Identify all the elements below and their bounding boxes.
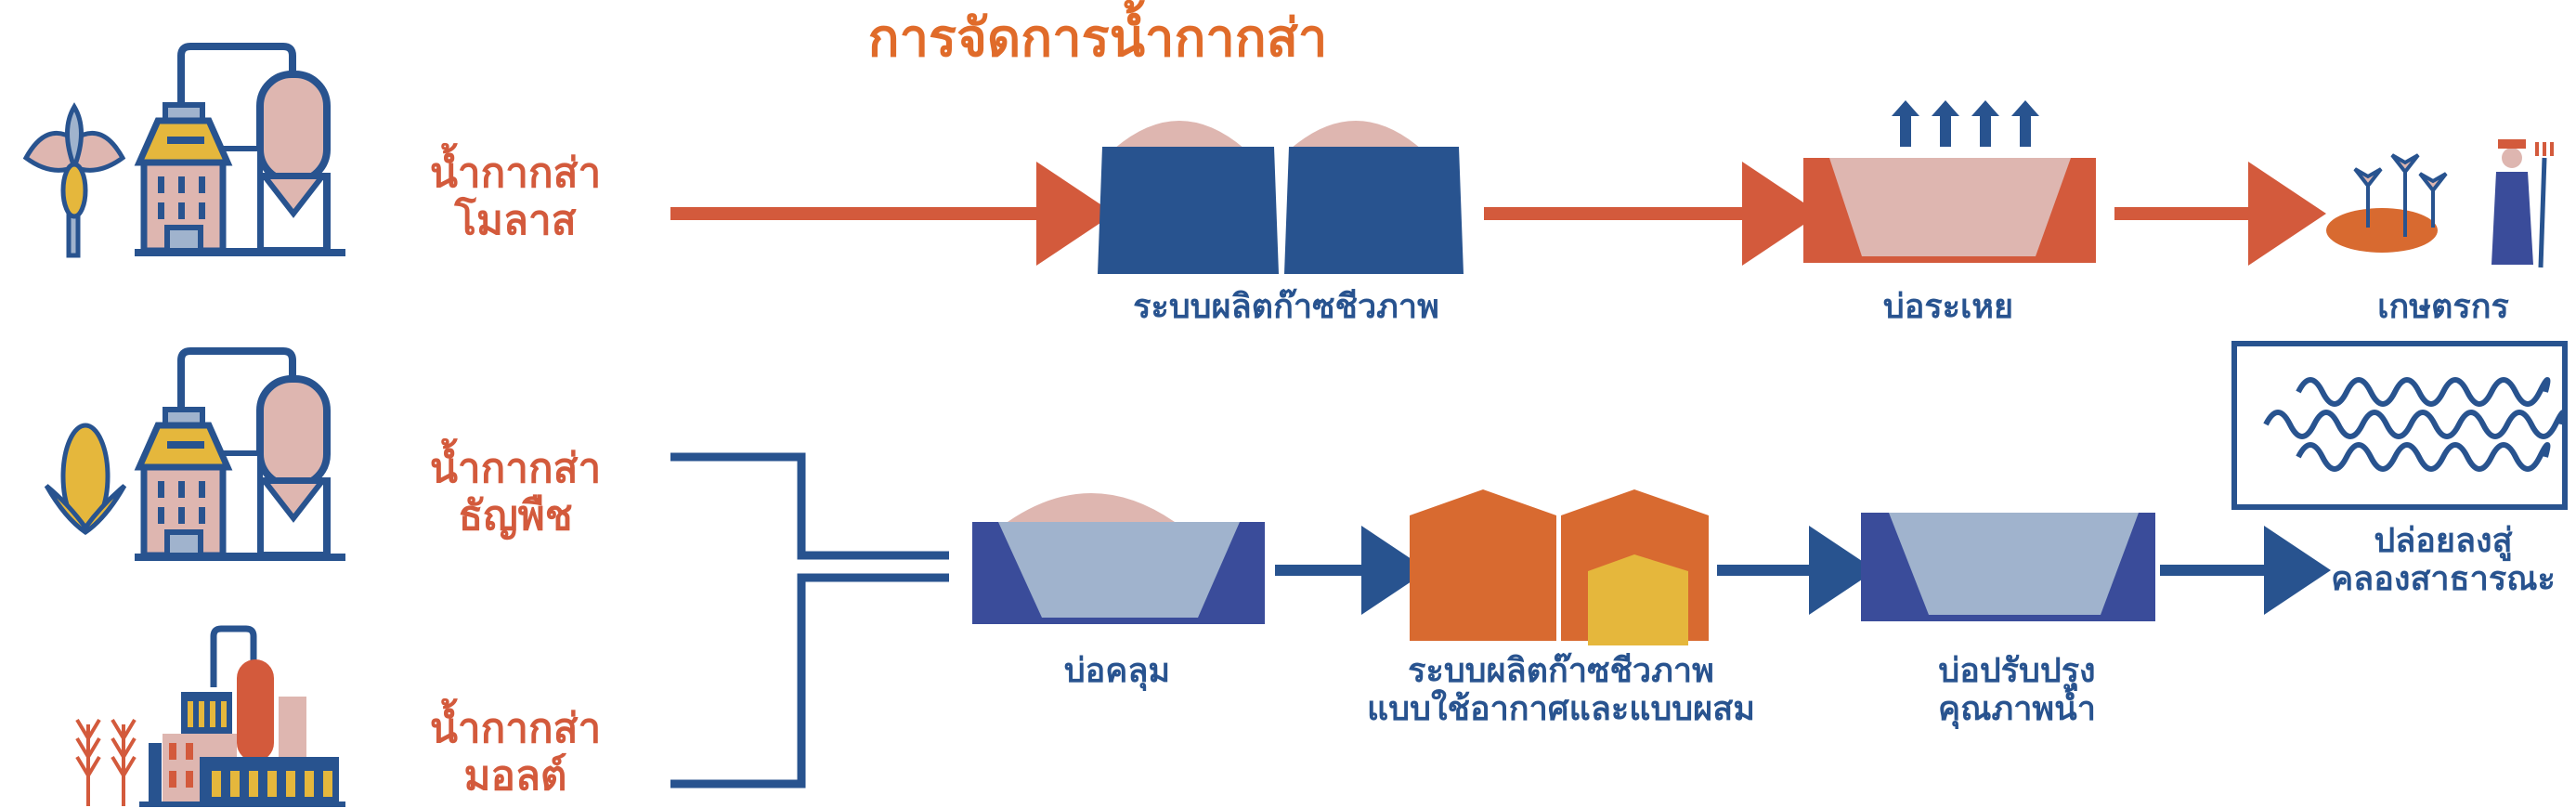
- discharge-label-line1: ปล่อยลงสู่: [2374, 522, 2513, 560]
- hybrid-biogas-label-line2: แบบใช้อากาศและแบบผสม: [1367, 690, 1755, 729]
- hybrid-biogas-label-line1: ระบบผลิตก๊าซชีวภาพ: [1408, 652, 1714, 690]
- hybrid-biogas-label: ระบบผลิตก๊าซชีวภาพ แบบใช้อากาศและแบบผสม: [1367, 652, 1755, 729]
- evaporation-pond-label: บ่อระเหย: [1882, 288, 2014, 326]
- biogas-label: ระบบผลิตก๊าซชีวภาพ: [1133, 288, 1439, 326]
- treatment-pond-label-line1: บ่อปรับปรุง: [1938, 652, 2096, 690]
- sugarcane-factory-icon: [22, 46, 345, 258]
- wheat-factory-icon: [75, 625, 345, 807]
- covered-pond-label: บ่อคลุม: [1063, 652, 1171, 690]
- farmers-label: เกษตรกร: [2377, 288, 2509, 326]
- treatment-pond-label-line2: คุณภาพน้ำ: [1938, 690, 2096, 729]
- page-title: การจัดการน้ำกากส่า: [867, 8, 1328, 69]
- treatment-pond-icon: [1861, 513, 2155, 621]
- source-label-line2: มอลต์: [463, 751, 567, 800]
- evaporation-pond-icon: [1803, 100, 2096, 263]
- source-label-line1: น้ำกากส่า: [429, 150, 602, 197]
- source-label-malt: น้ำกากส่า มอลต์: [429, 705, 602, 800]
- treatment-pond-label: บ่อปรับปรุง คุณภาพน้ำ: [1938, 652, 2096, 729]
- source-label-line1: น้ำกากส่า: [429, 445, 602, 492]
- source-label-molasses: น้ำกากส่า โมลาส: [430, 150, 601, 244]
- source-label-line1: น้ำกากส่า: [429, 705, 602, 752]
- hybrid-biogas-icon: [1410, 489, 1709, 645]
- source-label-line2: ธัญพืช: [458, 491, 573, 540]
- covered-pond-icon: [972, 493, 1265, 624]
- source-label-grain: น้ำกากส่า ธัญพืช: [429, 445, 602, 540]
- discharge-label: ปล่อยลงสู่ คลองสาธารณะ: [2331, 522, 2556, 599]
- farmer-icon: [2326, 139, 2554, 268]
- public-canal-icon: [2231, 341, 2568, 510]
- discharge-label-line2: คลองสาธารณะ: [2331, 560, 2556, 599]
- biogas-tanks-icon: [1098, 121, 1464, 274]
- source-label-line2: โมลาส: [454, 196, 577, 244]
- merge-connector: [670, 452, 949, 788]
- corn-factory-icon: [44, 351, 345, 557]
